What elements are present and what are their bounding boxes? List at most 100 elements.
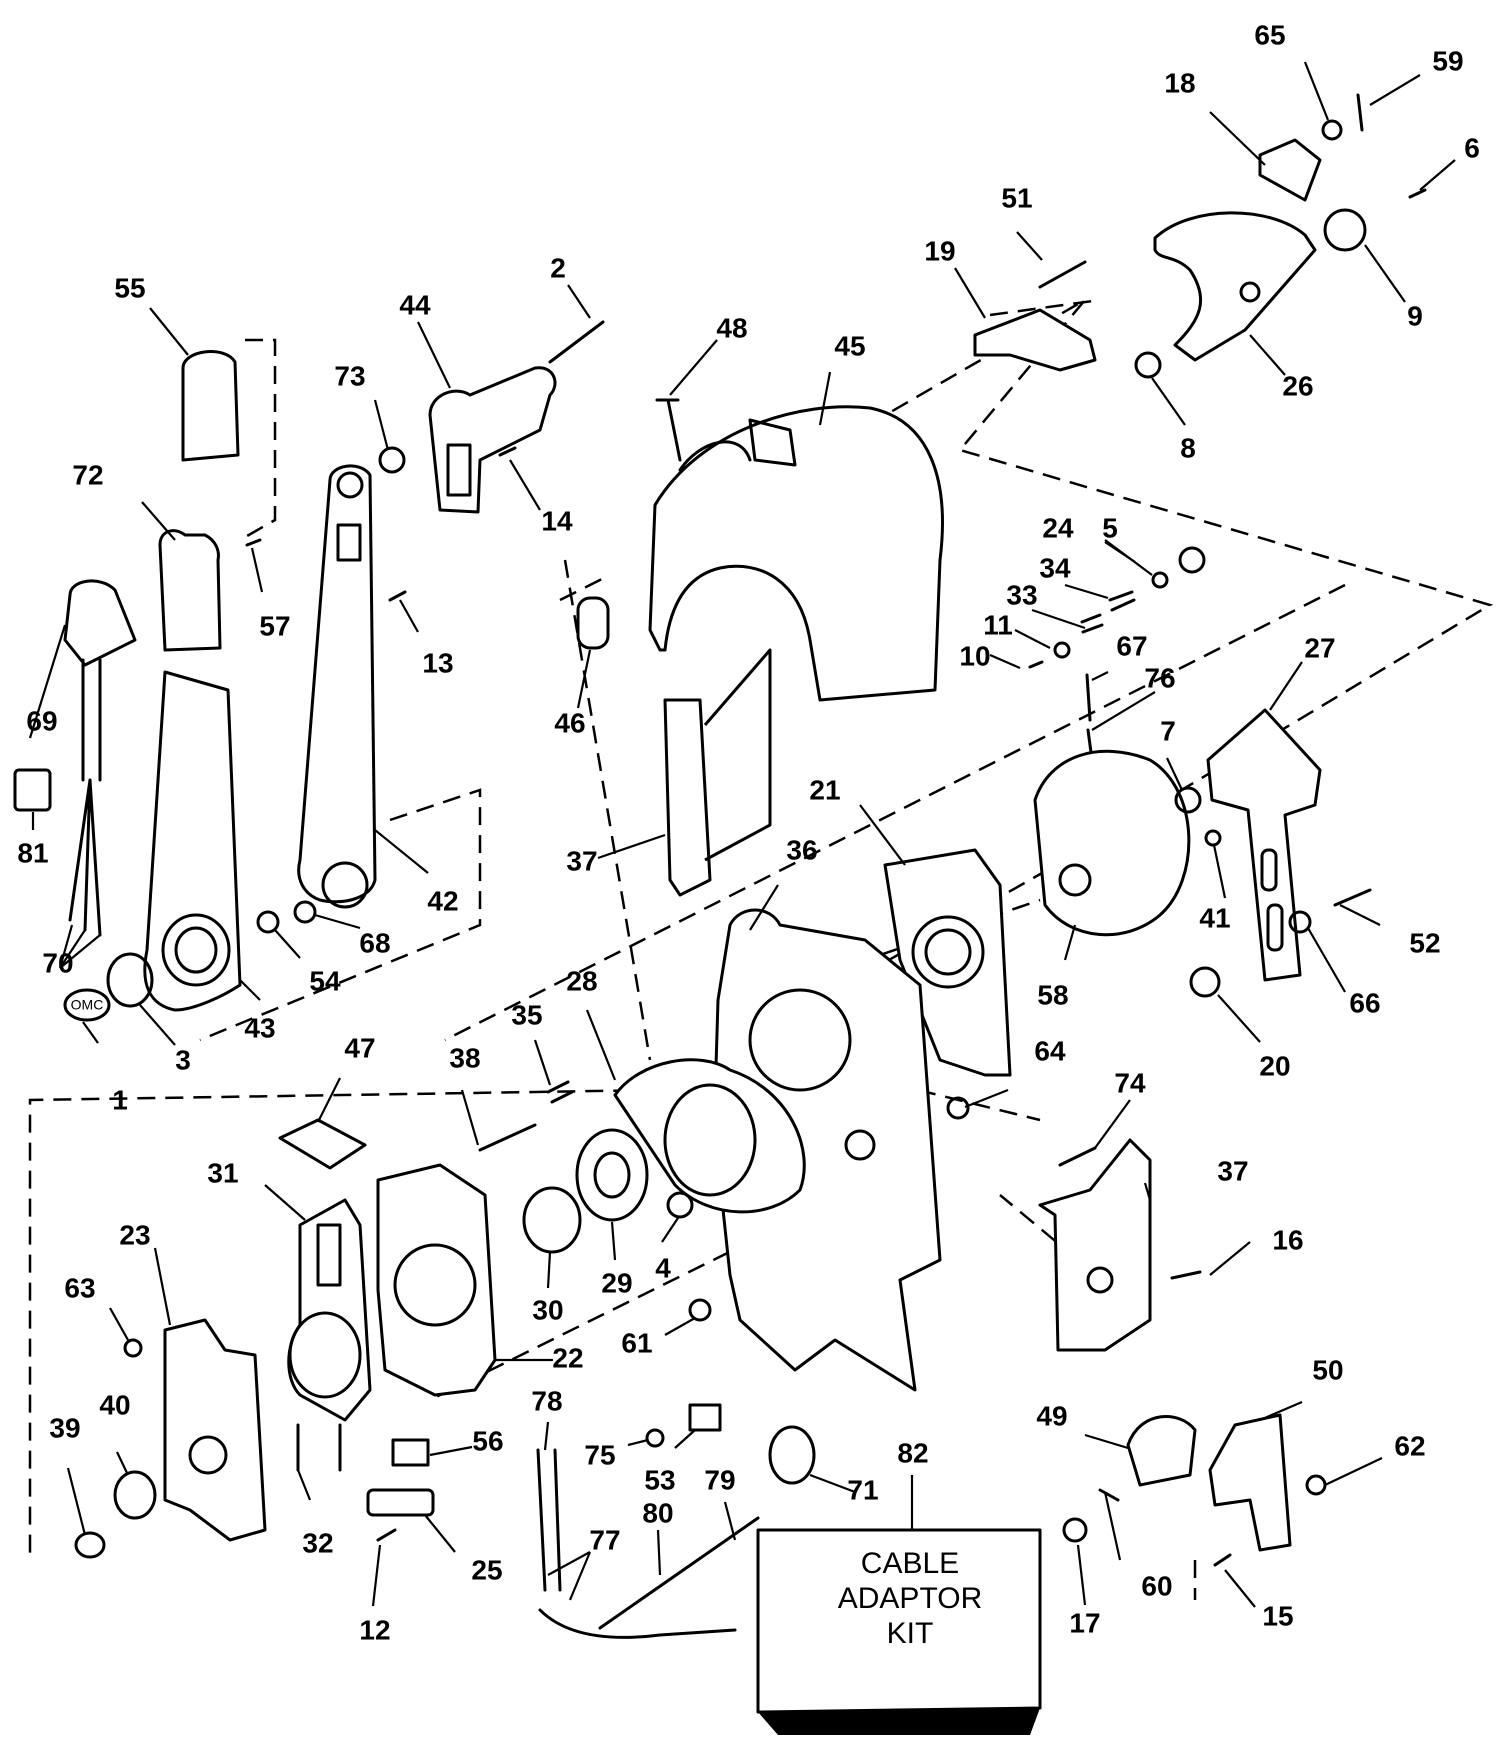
callout-45: 45 [834,330,865,361]
callout-20: 20 [1259,1050,1290,1081]
part-55-cap [181,350,240,462]
callout-10: 10 [959,640,990,671]
callout-77: 77 [589,1524,620,1555]
callout-38: 38 [449,1042,480,1073]
callout-72: 72 [72,459,103,490]
callout-58: 58 [1037,979,1068,1010]
callout-43: 43 [244,1012,275,1043]
callout-70: 70 [42,947,73,978]
callout-7: 7 [1160,715,1176,746]
part-49-clamp [1126,1415,1197,1487]
callout-75: 75 [584,1439,615,1470]
callout-41: 41 [1199,902,1230,933]
part-47-pad [278,1118,367,1170]
part-46-plug [576,596,610,650]
callout-24: 24 [1042,512,1074,543]
part-50-bracket [1208,1413,1292,1552]
kit-label-line2: ADAPTOR [838,1582,982,1615]
part-58-notched-disc [1033,749,1191,937]
callout-18: 18 [1164,67,1195,98]
callout-54: 54 [309,965,341,996]
callout-22: 22 [552,1342,583,1373]
callout-81: 81 [17,837,48,868]
callout-65: 65 [1254,19,1285,50]
callout-79: 79 [704,1464,735,1495]
callout-60: 60 [1141,1570,1172,1601]
callout-71: 71 [847,1474,878,1505]
callout-42: 42 [427,885,458,916]
part-30-ring [522,1186,582,1254]
kit-label-line3: KIT [887,1617,934,1650]
callout-57: 57 [259,610,290,641]
part-56-switch [391,1438,430,1467]
callout-13: 13 [422,647,453,678]
callout-78: 78 [531,1385,562,1416]
cable-adaptor-kit-box: CABLE ADAPTOR KIT [756,1528,1042,1735]
callout-29: 29 [601,1267,632,1298]
callout-68: 68 [359,927,390,958]
callout-28: 28 [566,965,597,996]
part-25-block [366,1488,435,1517]
callout-32: 32 [302,1527,333,1558]
callout-40: 40 [99,1389,130,1420]
callout-50: 50 [1312,1354,1343,1385]
part-23-plate [163,1318,267,1542]
callout-23: 23 [119,1219,150,1250]
callout-59: 59 [1432,45,1463,76]
leader-lines [28,61,1456,1608]
callout-27: 27 [1304,632,1335,663]
callout-31: 31 [207,1157,238,1188]
part-81-connector [13,768,52,812]
callout-15: 15 [1262,1600,1293,1631]
part-22-housing [376,1163,497,1397]
callout-labels: 1 2 3 4 5 6 7 8 9 10 11 12 13 14 15 16 1… [17,19,1479,1645]
callout-8: 8 [1180,432,1196,463]
callout-82: 82 [897,1437,928,1468]
part-26-arc-bracket [1153,211,1317,362]
callout-62: 62 [1394,1430,1425,1461]
part-3-ring [106,952,154,1008]
callout-48: 48 [716,312,747,343]
callout-6: 6 [1464,132,1480,163]
callout-74: 74 [1114,1067,1146,1098]
callout-73: 73 [334,360,365,391]
callout-47: 47 [344,1032,375,1063]
callout-5: 5 [1102,512,1118,543]
callout-34: 34 [1039,552,1071,583]
callout-3: 3 [175,1044,191,1075]
callout-51: 51 [1001,182,1032,213]
callout-67: 67 [1116,630,1147,661]
callout-46: 46 [554,707,585,738]
callout-2: 2 [550,252,566,283]
part-37-bracket-upper [663,648,772,897]
callout-33: 33 [1006,579,1037,610]
part-43-handle-arm [143,670,242,1012]
callout-11: 11 [983,609,1013,640]
part-36-main-plate [713,908,942,1392]
callout-19: 19 [924,235,955,266]
callout-36: 36 [786,834,817,865]
part-42-lever [297,464,377,904]
callout-17: 17 [1069,1607,1100,1638]
callout-30: 30 [532,1294,563,1325]
part-72-handle-head [158,529,222,652]
part-19-detent [973,308,1097,372]
part-71-clip [768,1425,816,1485]
callout-35: 35 [511,999,542,1030]
part-18-cam [1258,138,1322,202]
callout-49: 49 [1036,1400,1067,1431]
callout-56: 56 [472,1425,503,1456]
callout-37-upper: 37 [566,845,597,876]
callout-12: 12 [359,1614,390,1645]
part-45-cover [648,405,944,702]
part-44-grip [428,366,557,514]
callout-14: 14 [541,505,573,536]
callout-64: 64 [1034,1035,1066,1066]
callout-80: 80 [642,1497,673,1528]
parts-artwork: OMC [13,93,1427,1735]
callout-53: 53 [644,1464,675,1495]
callout-1: 1 [112,1084,128,1115]
part-28-collar [613,1058,806,1214]
callout-69: 69 [26,705,57,736]
